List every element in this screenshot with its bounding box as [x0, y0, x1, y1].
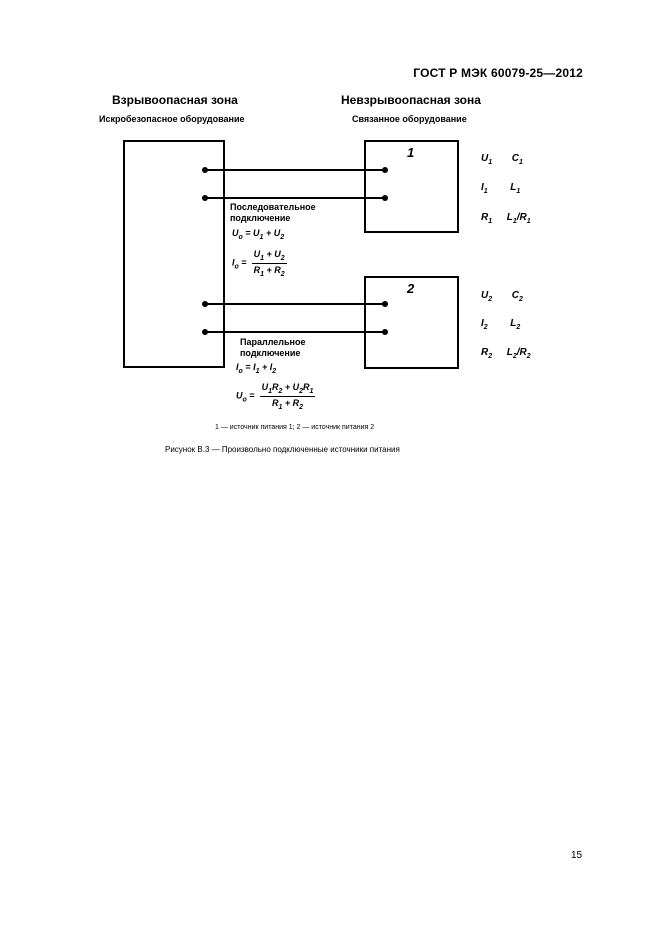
series-label-line2: подключение [230, 213, 291, 223]
parallel-voltage-fraction: U1R2 + U2R1 R1 + R2 [259, 382, 316, 411]
terminal-dot [382, 195, 388, 201]
source2-param-row2: I2 L2 [481, 318, 521, 331]
source2-param-row3: R2 L2/R2 [481, 347, 531, 360]
terminal-dot [202, 301, 208, 307]
power-source-2-number: 2 [407, 281, 415, 296]
page-number: 15 [571, 850, 583, 861]
terminal-dot [382, 167, 388, 173]
power-source-2-box [364, 276, 459, 369]
intrinsically-safe-apparatus-box [123, 140, 225, 368]
series-current-fraction: U1 + U2 R1 + R2 [251, 249, 287, 278]
terminal-dot [202, 167, 208, 173]
safe-zone-title: Невзрывоопасная зона [341, 93, 481, 107]
series-formula-voltage: Uo = U1 + U2 [232, 228, 285, 241]
figure-caption: Рисунок В.3 — Произвольно подключенные и… [165, 445, 400, 454]
hazardous-zone-subtitle: Искробезопасное оборудование [99, 114, 245, 124]
source2-param-row1: U2 C2 [481, 290, 523, 303]
parallel-label-line2: подключение [240, 348, 301, 358]
power-source-1-box [364, 140, 459, 233]
terminal-dot [382, 329, 388, 335]
terminal-dot [202, 195, 208, 201]
parallel-wire-top [205, 303, 385, 305]
series-label-line1: Последовательное [230, 202, 316, 212]
hazardous-zone-title: Взрывоопасная зона [112, 93, 238, 107]
power-source-1-number: 1 [407, 145, 415, 160]
source1-param-row2: I1 L1 [481, 182, 521, 195]
series-formula-current: Io = U1 + U2 R1 + R2 [232, 249, 287, 278]
source1-param-row3: R1 L1/R1 [481, 212, 531, 225]
parallel-label-line1: Параллельное [240, 337, 306, 347]
safe-zone-subtitle: Связанное оборудование [352, 114, 467, 124]
source1-param-row1: U1 C1 [481, 153, 523, 166]
series-wire-top [205, 169, 385, 171]
parallel-formula-voltage: Uo = U1R2 + U2R1 R1 + R2 [236, 382, 316, 411]
parallel-wire-bottom [205, 331, 385, 333]
document-id: ГОСТ Р МЭК 60079-25—2012 [413, 66, 583, 80]
parallel-formula-current: Io = I1 + I2 [236, 362, 277, 375]
terminal-dot [382, 301, 388, 307]
figure-legend: 1 — источник питания 1; 2 — источник пит… [215, 424, 375, 431]
series-wire-bottom [205, 197, 385, 199]
terminal-dot [202, 329, 208, 335]
